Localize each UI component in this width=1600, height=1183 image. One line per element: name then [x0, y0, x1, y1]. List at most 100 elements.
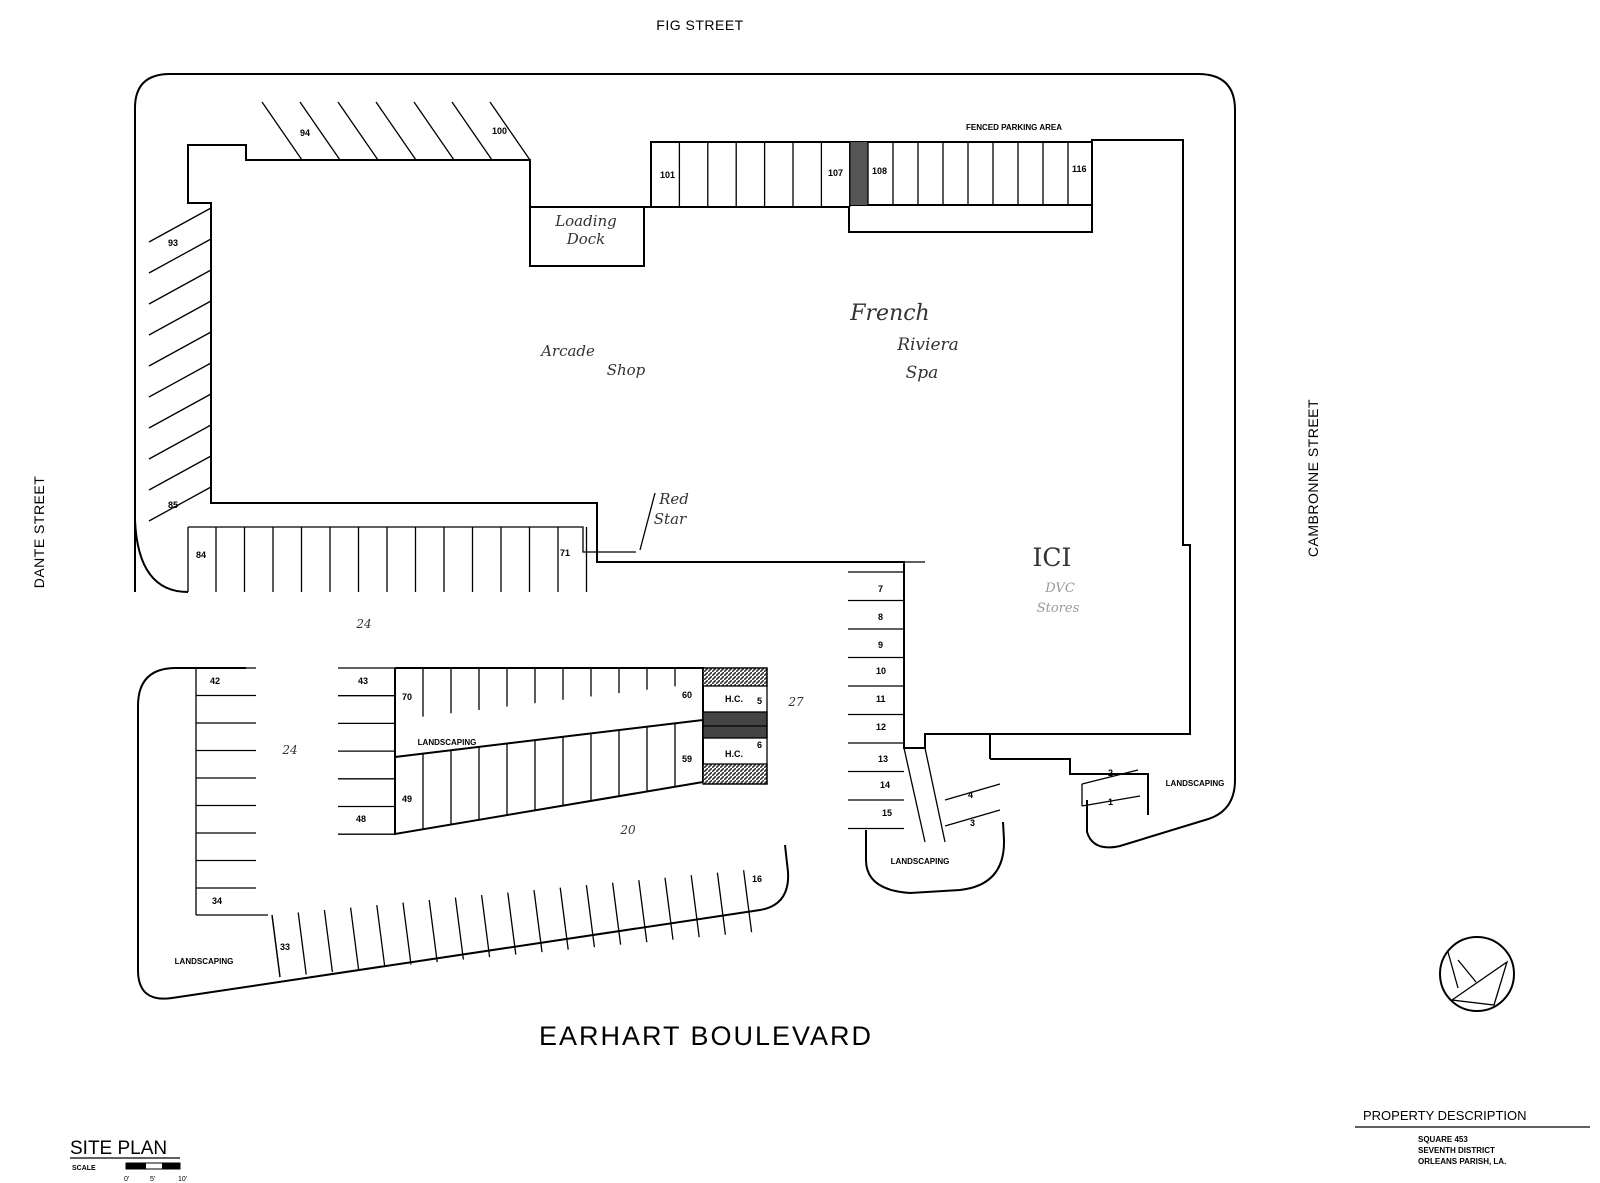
- stall-line: [690, 875, 700, 938]
- stall-line: [944, 783, 1001, 801]
- stall-number: 8: [878, 612, 883, 622]
- stall-number: 5: [757, 696, 762, 706]
- stall-line: [375, 101, 417, 161]
- stall-line: [454, 897, 465, 960]
- landscaping-island-se: [865, 821, 1006, 895]
- stall-line: [148, 300, 212, 336]
- landscaping-label-east: LANDSCAPING: [1166, 779, 1225, 788]
- stall-number: 101: [660, 170, 675, 180]
- arcade-note-1: Arcade: [539, 342, 595, 360]
- stall-number: 7: [878, 584, 883, 594]
- stall-line: [349, 907, 360, 970]
- property-line-1: SQUARE 453: [1418, 1135, 1468, 1144]
- street-label-west: DANTE STREET: [31, 476, 47, 589]
- stall-line: [489, 101, 531, 161]
- stall-number: 100: [492, 126, 507, 136]
- property-curb-west: [134, 519, 189, 593]
- arcade-note-2: Shop: [607, 361, 646, 379]
- stall-number: 15: [882, 808, 892, 818]
- loading-dock-note-1: Loading: [554, 212, 617, 230]
- stall-number: 85: [168, 500, 178, 510]
- parking-module-center: [394, 667, 704, 836]
- stall-number: 108: [872, 166, 887, 176]
- stall-line: [271, 914, 281, 978]
- stall-number: 42: [210, 676, 220, 686]
- dimension-24b: 24: [281, 743, 297, 757]
- stall-number: 48: [356, 814, 366, 824]
- hc-stall-hatch-a: [702, 667, 768, 687]
- red-star-arrow: [639, 492, 656, 551]
- north-arrow-icon: [1439, 936, 1515, 1012]
- property-line-3: ORLEANS PARISH, LA.: [1418, 1157, 1506, 1166]
- stall-number-labels: 94 100 101 107 108 116 93 85 84 71 42 43…: [168, 126, 1113, 952]
- stall-line: [402, 902, 412, 965]
- hc-stall-hatch-b: [702, 711, 768, 739]
- french-note-1: French: [849, 301, 929, 326]
- stall-line: [428, 899, 438, 963]
- loading-dock: [529, 207, 645, 267]
- ici-note-3: Stores: [1037, 601, 1080, 616]
- building-south-steps: [989, 734, 1149, 815]
- stall-number: 49: [402, 794, 412, 804]
- stall-number: 94: [300, 128, 310, 138]
- hc-stall-outline: [703, 667, 768, 785]
- fenced-parking-label: FENCED PARKING AREA: [966, 123, 1062, 132]
- property-description-title: PROPERTY DESCRIPTION: [1363, 1108, 1527, 1123]
- stall-number: 93: [168, 238, 178, 248]
- landscaping-label-se: LANDSCAPING: [891, 857, 950, 866]
- french-note-2: Riviera: [896, 335, 959, 355]
- stall-line: [148, 393, 212, 429]
- stall-line: [148, 362, 212, 398]
- stall-line: [451, 101, 493, 161]
- street-label-east: CAMBRONNE STREET: [1305, 399, 1321, 557]
- scale-mark-10: 10': [178, 1176, 187, 1183]
- stall-line: [297, 912, 307, 975]
- stall-number: 84: [196, 550, 206, 560]
- street-label-north: FIG STREET: [656, 17, 743, 33]
- stall-line: [148, 207, 212, 243]
- scale-label: SCALE: [72, 1165, 96, 1172]
- stall-number: 116: [1072, 164, 1087, 174]
- ici-note-1: ICI: [1033, 543, 1072, 572]
- stall-number: 43: [358, 676, 368, 686]
- french-note-3: Spa: [906, 363, 939, 383]
- stall-number: 13: [878, 754, 888, 764]
- stall-number: 10: [876, 666, 886, 676]
- stall-line: [148, 331, 212, 367]
- stall-number: 33: [280, 942, 290, 952]
- stall-number: 6: [757, 740, 762, 750]
- stall-number: 9: [878, 640, 883, 650]
- fenced-stall-hatched: [849, 142, 868, 205]
- stall-line: [148, 455, 212, 491]
- stall-number: 34: [212, 896, 222, 906]
- stall-line: [559, 887, 569, 950]
- building-footprint: [187, 139, 1191, 749]
- property-line-2: SEVENTH DISTRICT: [1418, 1146, 1495, 1155]
- landscaping-label-sw: LANDSCAPING: [175, 957, 234, 966]
- stall-line: [716, 872, 727, 935]
- property-boundary-north: [134, 73, 1236, 849]
- stall-line: [299, 101, 341, 161]
- stall-line: [480, 895, 491, 958]
- stall-line: [1081, 769, 1139, 785]
- stall-line: [638, 880, 648, 943]
- stall-line: [148, 486, 212, 522]
- stall-number: 60: [682, 690, 692, 700]
- stall-line: [611, 882, 622, 945]
- hc-stall-hatch-c: [702, 763, 768, 785]
- stall-number: 11: [876, 694, 886, 704]
- dimension-27: 27: [787, 695, 804, 709]
- stall-number: 12: [876, 722, 886, 732]
- stall-number: 70: [402, 692, 412, 702]
- building-south-curb: [187, 526, 636, 592]
- hc-label-upper: H.C.: [725, 694, 743, 704]
- red-star-note-2: Star: [654, 510, 687, 528]
- stall-line: [533, 890, 543, 953]
- property-boundary-south: [137, 667, 790, 1000]
- dimension-20: 20: [619, 823, 636, 837]
- stall-number: 59: [682, 754, 692, 764]
- stall-line: [585, 885, 596, 948]
- stall-number: 71: [560, 548, 570, 558]
- stall-line: [261, 101, 303, 161]
